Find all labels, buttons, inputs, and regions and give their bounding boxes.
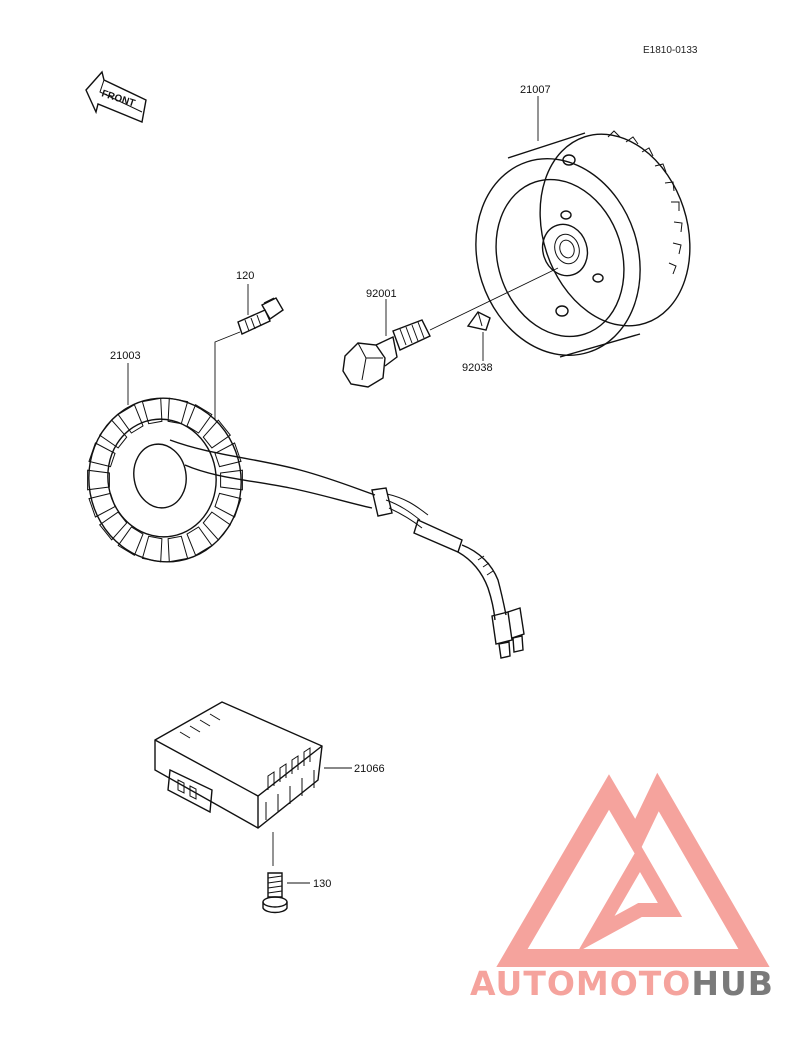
part-label-stator-screw: 120 (236, 270, 254, 282)
automotohub-logo: AUTOMOTOHUB (470, 772, 774, 1003)
part-label-flywheel: 21007 (520, 84, 551, 96)
stator-pole (186, 526, 213, 557)
flywheel-bolt (342, 267, 559, 388)
stator-pole (202, 419, 232, 449)
stator-pole (88, 492, 116, 518)
stator-screw (214, 284, 284, 420)
stator-pole (141, 535, 163, 563)
stator-pole (167, 397, 189, 425)
stator-pole (87, 469, 110, 491)
stator-pole (186, 403, 213, 434)
stator-pole (98, 419, 128, 449)
stator-pole (202, 511, 232, 541)
stator (87, 363, 525, 659)
stator-pole (88, 442, 116, 468)
logo-triangle-outer (496, 772, 770, 967)
logo-triangle-inner (577, 844, 683, 953)
regulator-bolt (262, 872, 310, 914)
stator-pole (98, 511, 128, 541)
part-label-stator: 21003 (110, 350, 141, 362)
flywheel (475, 96, 691, 358)
front-arrow-icon: FRONT (85, 70, 147, 123)
reference-code: E1810-0133 (643, 45, 698, 56)
stator-pole (214, 492, 242, 518)
part-label-regulator: 21066 (354, 763, 385, 775)
logo-text: AUTOMOTOHUB (470, 964, 774, 1003)
part-label-woodruff-key: 92038 (462, 362, 493, 374)
part-label-flywheel-bolt: 92001 (366, 288, 397, 300)
part-label-regulator-bolt: 130 (313, 878, 331, 890)
stator-pole (117, 526, 144, 557)
regulator (154, 701, 352, 866)
woodruff-key (466, 311, 491, 361)
stator-pole (220, 469, 243, 491)
stator-pole (214, 442, 242, 468)
stator-pole (167, 535, 189, 563)
stator-pole (141, 397, 163, 425)
stator-pole (117, 403, 144, 434)
